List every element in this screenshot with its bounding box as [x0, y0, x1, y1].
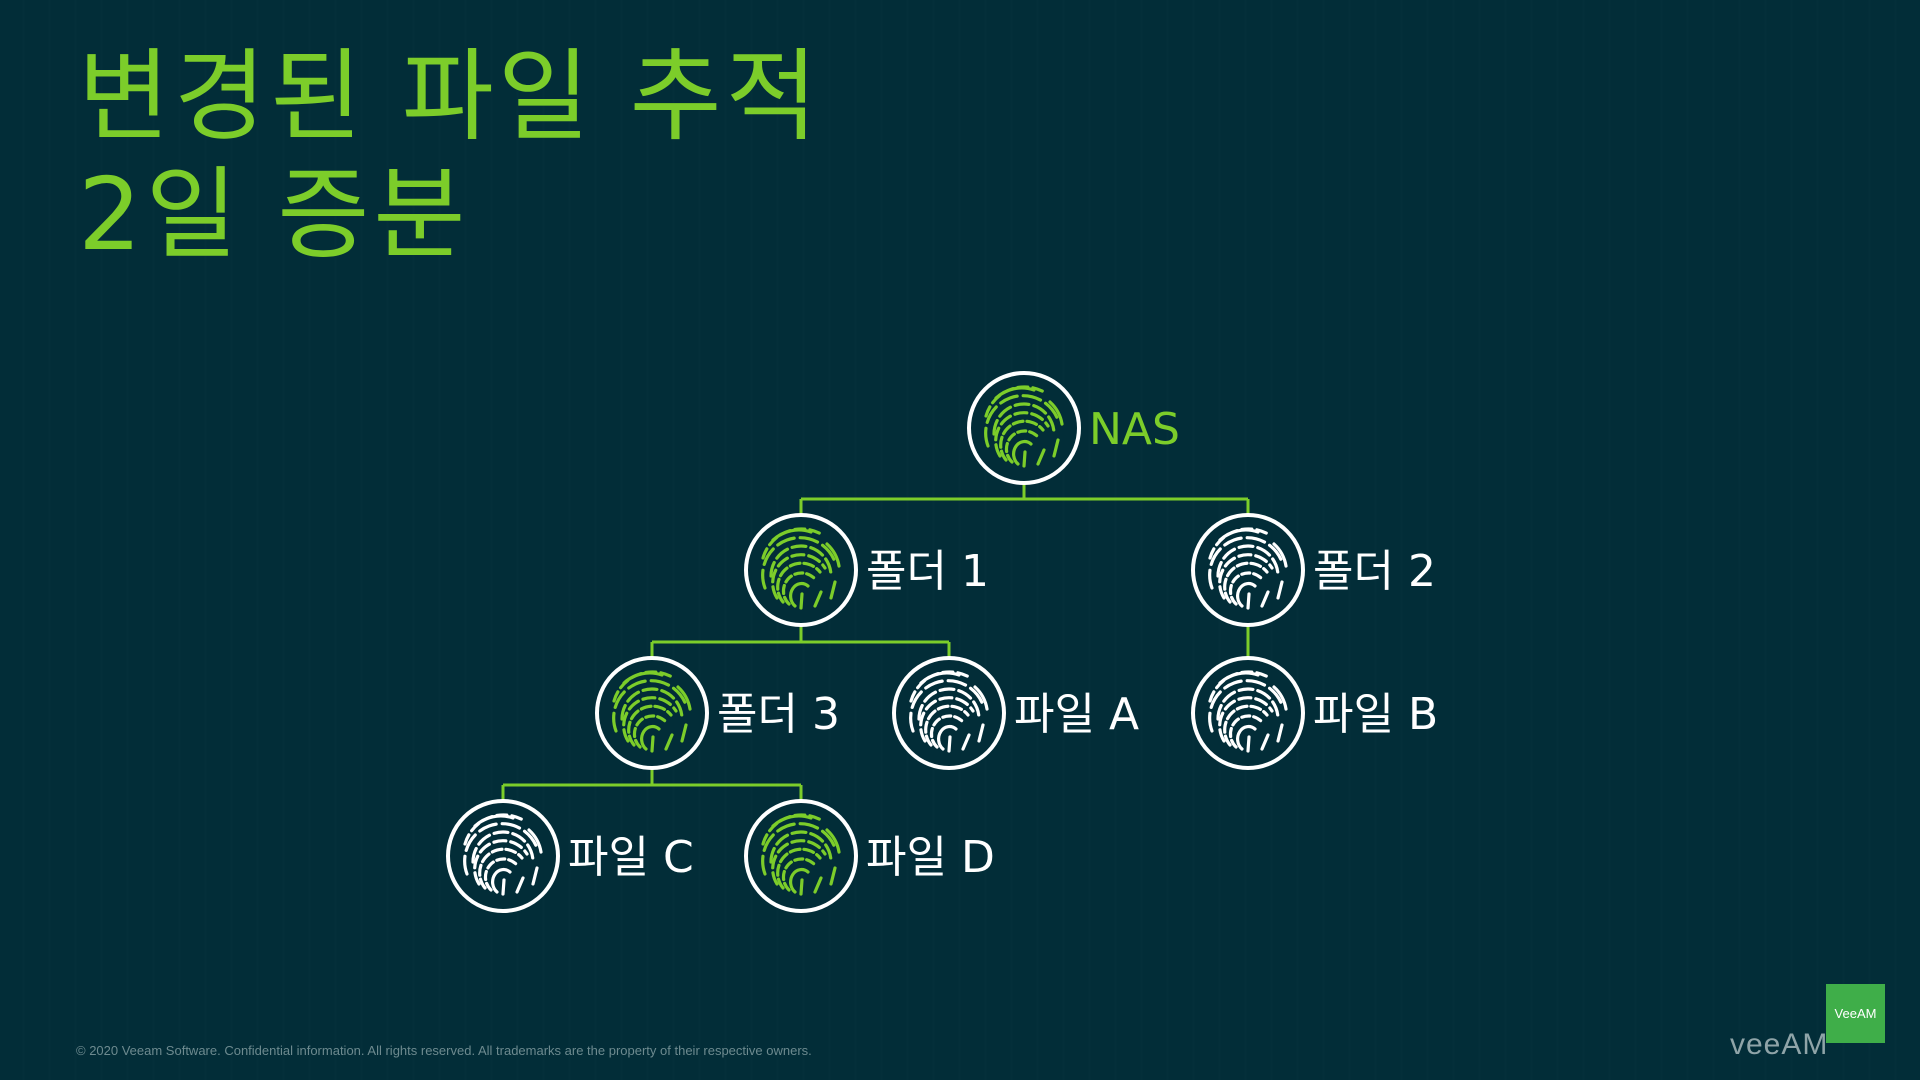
- node-label-fileD: 파일 D: [866, 832, 995, 883]
- node-label-fileB: 파일 B: [1313, 689, 1438, 740]
- title-line-2: 2일 증분: [78, 156, 470, 273]
- tree-node-folder3: 폴더 3: [595, 656, 840, 770]
- tree-node-fileC: 파일 C: [446, 799, 694, 913]
- tree-node-folder2: 폴더 2: [1191, 513, 1436, 627]
- copyright-footer: © 2020 Veeam Software. Confidential info…: [76, 1043, 812, 1058]
- node-label-folder2: 폴더 2: [1313, 546, 1436, 597]
- veeam-logo-wordmark: veeAM: [1730, 1028, 1829, 1061]
- node-label-nas: NAS: [1089, 404, 1180, 455]
- tree-node-fileB: 파일 B: [1191, 656, 1438, 770]
- tree-node-nas: NAS: [967, 371, 1180, 485]
- connector-lines: [501, 483, 1250, 801]
- node-label-fileC: 파일 C: [568, 832, 694, 883]
- veeam-logo-badge: VeeAM: [1826, 984, 1885, 1043]
- tree-nodes: NAS 폴더 1 폴더 2 폴더 3 파일 A 파일 B 파일 C 파일 D: [446, 371, 1438, 913]
- title-line-1: 변경된 파일 추적: [78, 38, 822, 155]
- page-title: 변경된 파일 추적 2일 증분: [78, 38, 822, 274]
- node-label-folder3: 폴더 3: [717, 689, 840, 740]
- node-label-folder1: 폴더 1: [866, 546, 989, 597]
- tree-node-fileA: 파일 A: [892, 656, 1139, 770]
- logo-badge-text: VeeAM: [1834, 1006, 1877, 1021]
- tree-node-fileD: 파일 D: [744, 799, 995, 913]
- node-label-fileA: 파일 A: [1014, 689, 1139, 740]
- tree-node-folder1: 폴더 1: [744, 513, 989, 627]
